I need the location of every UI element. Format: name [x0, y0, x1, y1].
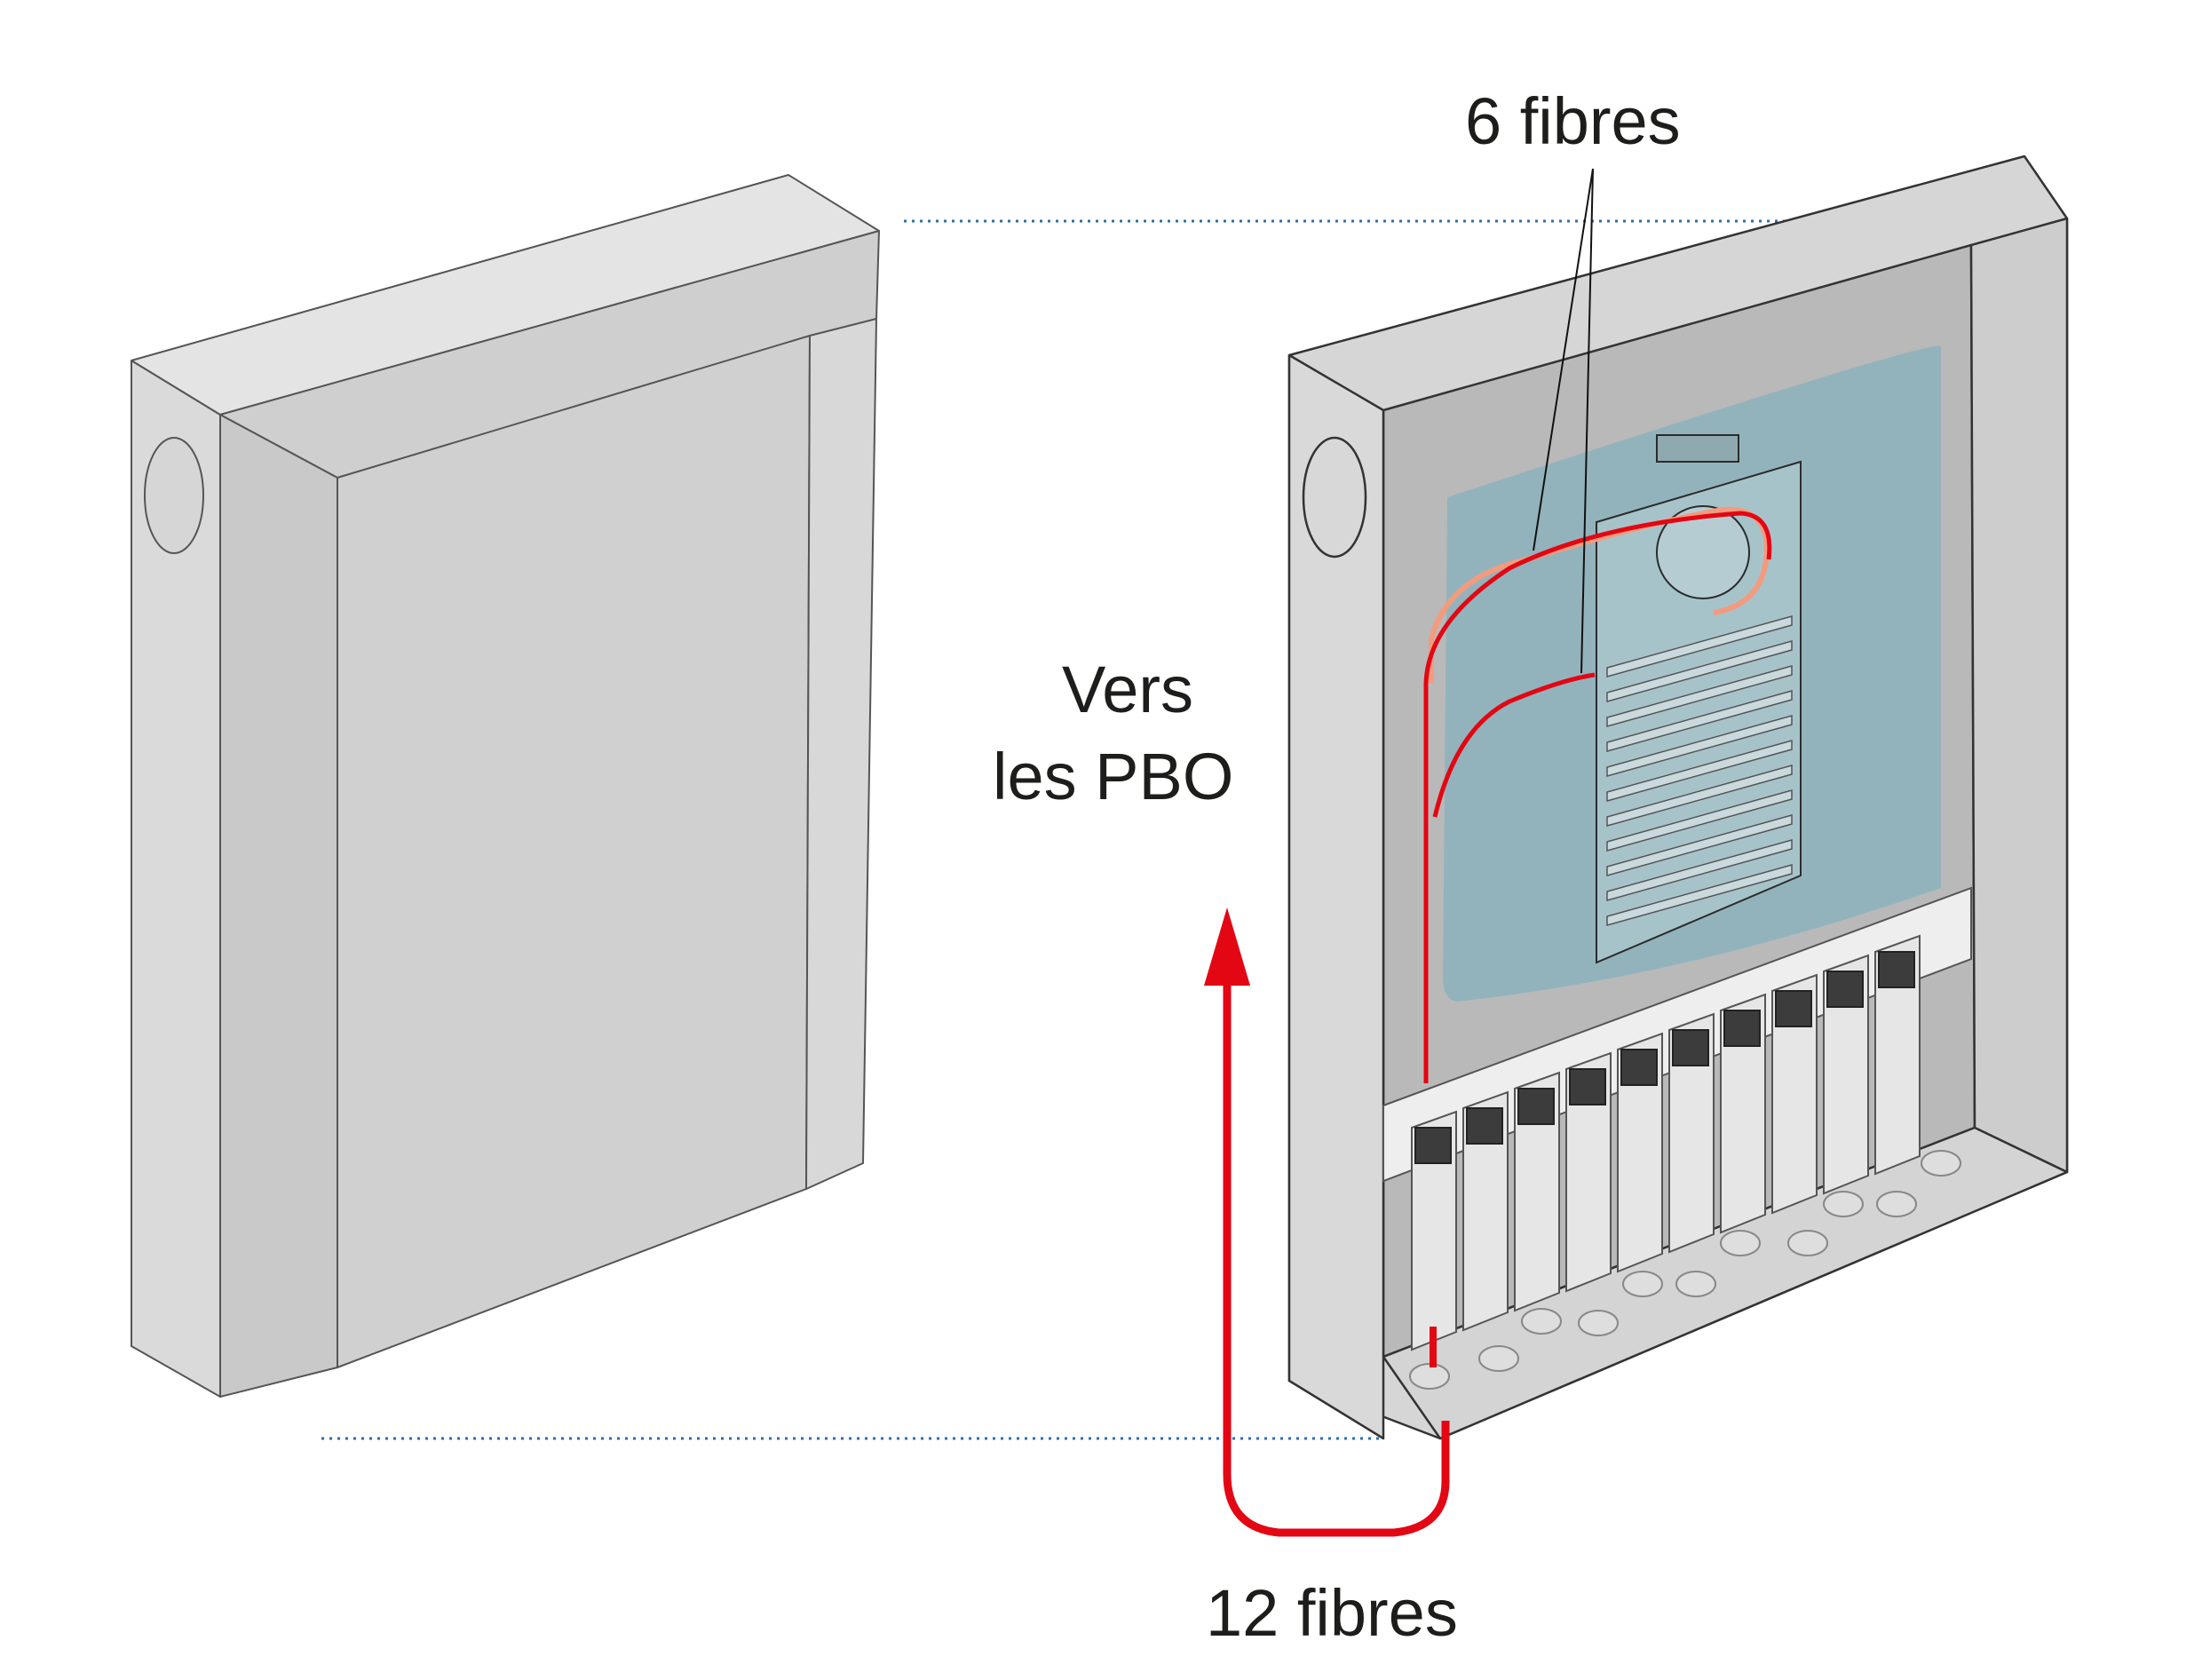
vers-label: Vers: [1061, 653, 1194, 726]
closed-front-panel: [337, 335, 811, 1368]
open-left-wall: [1287, 353, 1385, 1440]
closed-enclosure: [131, 174, 880, 1398]
cassette-spool: [1656, 505, 1750, 599]
closed-cable-gland-icon: [144, 437, 204, 554]
adapter-modules: [1411, 934, 1921, 1351]
splice-cassette-icon: [1596, 434, 1802, 964]
six-fibres-label: 6 fibres: [1465, 84, 1681, 158]
twelve-fibre-loop: [1223, 984, 1450, 1537]
twelve-fibres-label: 12 fibres: [1206, 1576, 1458, 1650]
closed-front-left-strip: [219, 414, 338, 1398]
internal-fibres: [1423, 506, 1772, 1367]
adapter-strip: [1382, 886, 1972, 1351]
cassette-slots: [1606, 615, 1793, 926]
cassette-clip: [1656, 434, 1739, 463]
red-fibre-six: [1423, 511, 1772, 1083]
connector-icon: [1414, 951, 1915, 1164]
red-fibre-branch: [1432, 672, 1596, 818]
fibre-arrow-up-icon: [1204, 907, 1250, 986]
open-inner-right-wall: [1969, 217, 2069, 1174]
six-fibres-leaders: [1533, 168, 1594, 674]
closed-front-right-strip: [805, 318, 877, 1190]
open-cable-gland-icon: [1302, 436, 1367, 559]
les-pbo-label: les PBO: [993, 740, 1234, 813]
cable-entry-rings: [1409, 1150, 1961, 1390]
